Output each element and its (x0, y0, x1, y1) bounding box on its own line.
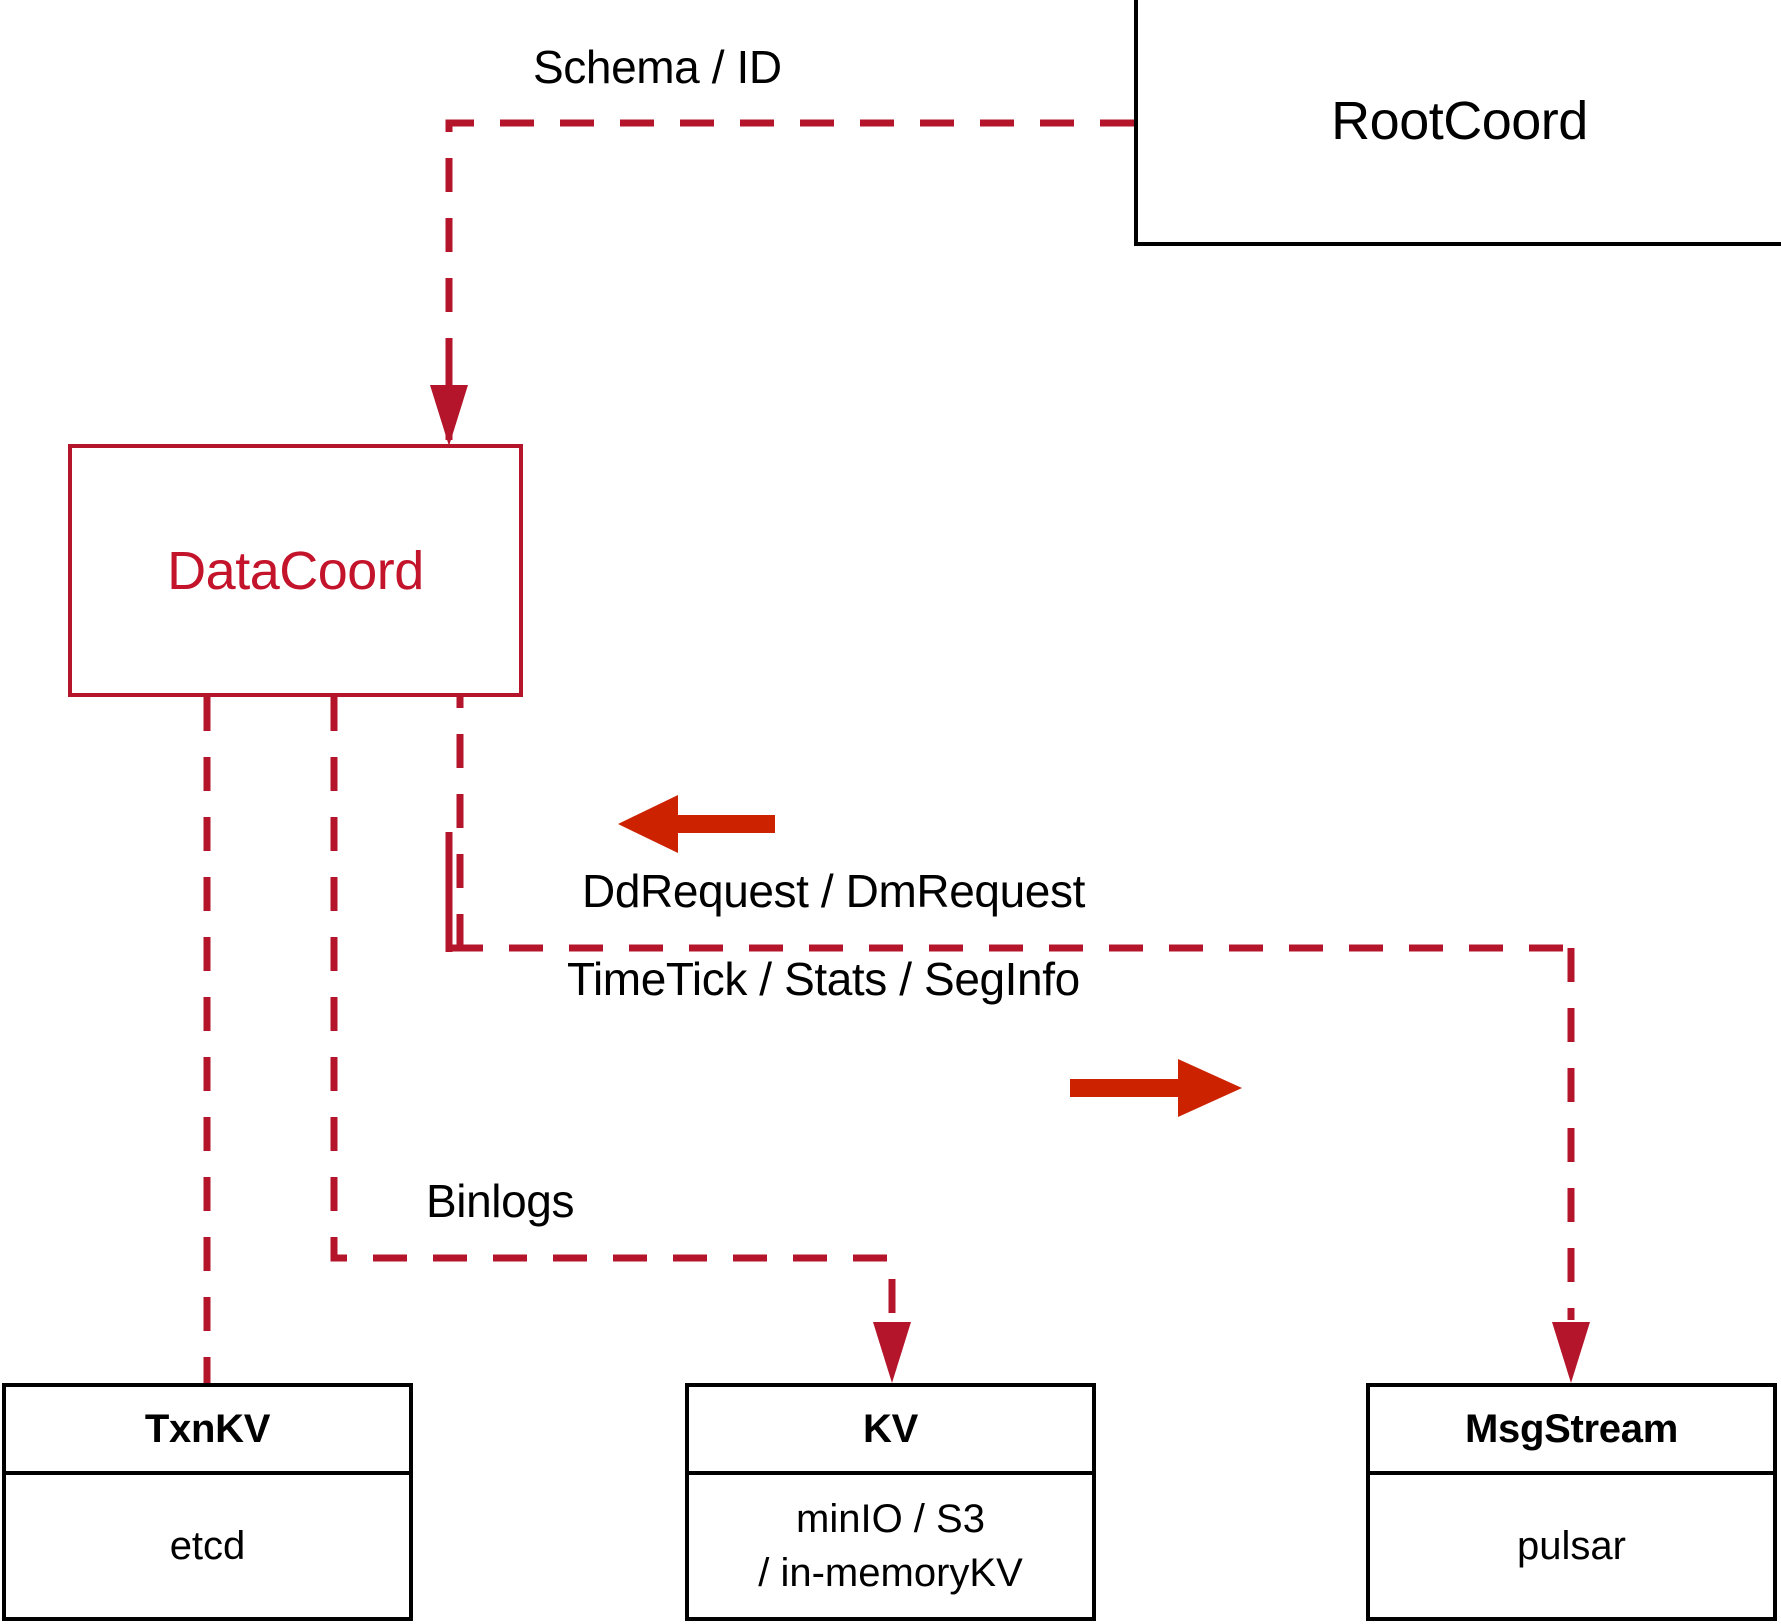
node-msgstream-body-line-1: pulsar (1517, 1524, 1626, 1568)
node-txnkv-body: etcd (6, 1475, 409, 1617)
edge-schema-id (430, 119, 1134, 446)
node-datacoord-label: DataCoord (167, 540, 424, 601)
node-msgstream[interactable]: MsgStream pulsar (1366, 1383, 1777, 1621)
edge-label-schema-id: Schema / ID (533, 41, 782, 93)
node-txnkv-header: TxnKV (6, 1387, 409, 1475)
node-kv-header: KV (689, 1387, 1092, 1475)
node-rootcoord-label: RootCoord (1331, 91, 1588, 151)
node-txnkv-body-line-1: etcd (169, 1524, 246, 1568)
node-txnkv[interactable]: TxnKV etcd (2, 1383, 413, 1621)
node-msgstream-header: MsgStream (1370, 1387, 1773, 1475)
direction-arrow-left (618, 795, 775, 853)
node-datacoord[interactable]: DataCoord (68, 444, 523, 697)
edge-label-ddrequest-dmrequest: DdRequest / DmRequest (582, 865, 1085, 917)
node-msgstream-title: MsgStream (1465, 1406, 1678, 1451)
direction-arrow-right (1070, 1059, 1242, 1117)
node-kv-body-line-2: / in-memoryKV (758, 1551, 1023, 1595)
edge-label-timetick-stats-seginfo: TimeTick / Stats / SegInfo (567, 953, 1080, 1005)
node-txnkv-title: TxnKV (144, 1406, 271, 1451)
node-kv[interactable]: KV minIO / S3 / in-memoryKV (685, 1383, 1096, 1621)
node-rootcoord[interactable]: RootCoord (1134, 0, 1781, 246)
edge-label-binlogs: Binlogs (426, 1175, 575, 1227)
node-msgstream-body: pulsar (1370, 1475, 1773, 1617)
edge-timetick-stats-seginfo (1552, 948, 1590, 1383)
node-kv-body-line-1: minIO / S3 (796, 1497, 985, 1541)
node-kv-title: KV (863, 1406, 918, 1451)
node-kv-body: minIO / S3 / in-memoryKV (689, 1475, 1092, 1617)
edge-binlogs (330, 697, 911, 1383)
